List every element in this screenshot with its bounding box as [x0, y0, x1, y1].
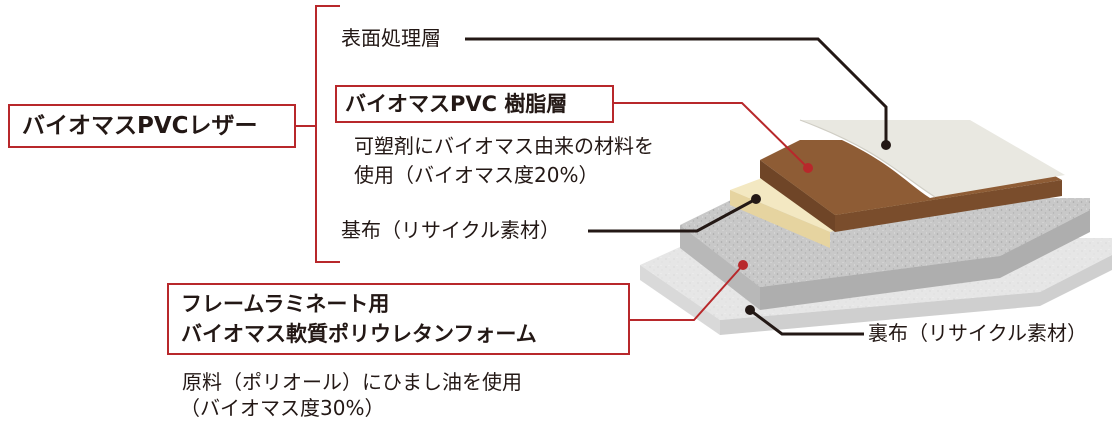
foam-title-line1: フレームラミネート用: [181, 292, 390, 316]
bracket: [296, 5, 340, 263]
foam-desc-line2: （バイオマス度30%）: [180, 396, 385, 420]
backing-fabric-label: 裏布（リサイクル素材）: [868, 321, 1087, 345]
product-label-box: バイオマスPVCレザー: [8, 104, 296, 148]
product-label: バイオマスPVCレザー: [22, 113, 258, 139]
backing-leader: [749, 308, 864, 336]
foam-leader: [630, 264, 744, 321]
foam-desc-line1: 原料（ポリオール）にひまし油を使用: [182, 370, 522, 394]
surface-treatment-label: 表面処理層: [341, 26, 441, 50]
pvc-resin-title: バイオマスPVC 樹脂層: [345, 92, 568, 116]
pvc-resin-label-box: バイオマスPVC 樹脂層: [335, 85, 614, 123]
pvc-leader: [614, 102, 809, 169]
foam-title-line2: バイオマス軟質ポリウレタンフォーム: [181, 322, 537, 346]
base-fabric-leader: [588, 197, 757, 233]
base-fabric-label: 基布（リサイクル素材）: [341, 218, 560, 242]
pvc-desc-line2: 使用（バイオマス度20%）: [354, 163, 599, 187]
foam-label-box: フレームラミネート用 バイオマス軟質ポリウレタンフォーム: [167, 283, 630, 355]
surface-film-layer: [799, 119, 1065, 198]
pvc-desc-line1: 可塑剤にバイオマス由来の材料を: [354, 134, 654, 158]
surface-leader: [465, 37, 888, 145]
